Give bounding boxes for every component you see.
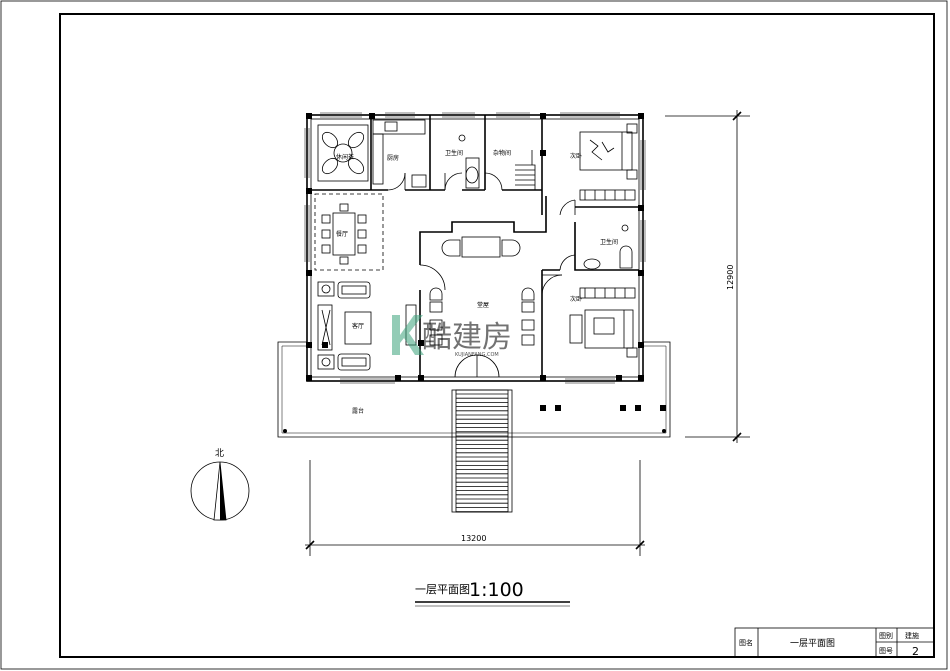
furniture — [317, 119, 638, 371]
label-bedroom-top: 次卧 — [570, 152, 582, 160]
title-block-name-value: 一层平面图 — [790, 638, 835, 649]
label-bathroom-top: 卫生间 — [445, 149, 463, 157]
title-block: 图名 一层平面图 图别 建施 图号 2 — [734, 627, 935, 658]
living-furniture — [317, 281, 417, 371]
watermark-brand: 酷建房 — [422, 320, 512, 355]
hall-table — [441, 236, 521, 258]
watermark: 酷建房 KUJIANFANG.COM — [392, 315, 512, 358]
title-block-number-value: 2 — [912, 645, 919, 658]
label-dining: 餐厅 — [336, 230, 348, 238]
drawing-title: 一层平面图 1:100 — [415, 579, 570, 607]
watermark-url: KUJIANFANG.COM — [455, 352, 499, 358]
bed-bottom — [569, 287, 638, 358]
floor-plan — [277, 112, 671, 513]
toilet-top — [458, 134, 480, 189]
title-block-number-label: 图号 — [879, 647, 893, 655]
label-kitchen: 厨房 — [387, 154, 399, 162]
drawing-title-text: 一层平面图 — [415, 583, 470, 596]
outer-walls — [306, 114, 644, 382]
hall-chairs — [429, 287, 535, 346]
watermark-logo — [392, 315, 424, 355]
kitchen-counter — [372, 119, 427, 188]
terrace — [277, 341, 671, 438]
interior-stair — [515, 150, 536, 190]
inner-border — [59, 13, 935, 658]
label-storage: 杂物间 — [493, 149, 511, 157]
dim-height: 12900 — [726, 265, 735, 290]
tea-table — [317, 124, 369, 182]
windows — [304, 112, 646, 384]
title-block-category-label: 图别 — [879, 631, 893, 640]
interior-walls — [311, 115, 639, 377]
label-bedroom-bottom: 次卧 — [570, 295, 582, 303]
bathroom-fixtures — [583, 224, 633, 270]
doors — [387, 172, 576, 378]
north-arrow: 北 — [190, 448, 250, 521]
label-living: 客厅 — [352, 322, 364, 330]
bed-top — [579, 123, 638, 201]
drawing-scale: 1:100 — [469, 579, 524, 601]
dining-table — [321, 203, 367, 265]
title-block-category-value: 建施 — [905, 631, 919, 640]
room-labels: 休闲茶 厨房 卫生间 杂物间 次卧 餐厅 卫生间 堂屋 次卧 客厅 露台 — [336, 149, 618, 415]
dim-width: 13200 — [461, 534, 486, 543]
title-block-name-label: 图名 — [739, 638, 753, 647]
label-hall: 堂屋 — [477, 301, 489, 309]
front-stair — [451, 389, 513, 513]
dimensions: 13200 12900 — [305, 110, 750, 556]
label-terrace: 露台 — [352, 407, 364, 415]
label-bathroom-right: 卫生间 — [600, 238, 618, 246]
columns — [306, 113, 644, 381]
label-tea-room: 休闲茶 — [336, 153, 354, 161]
north-label: 北 — [215, 448, 224, 459]
